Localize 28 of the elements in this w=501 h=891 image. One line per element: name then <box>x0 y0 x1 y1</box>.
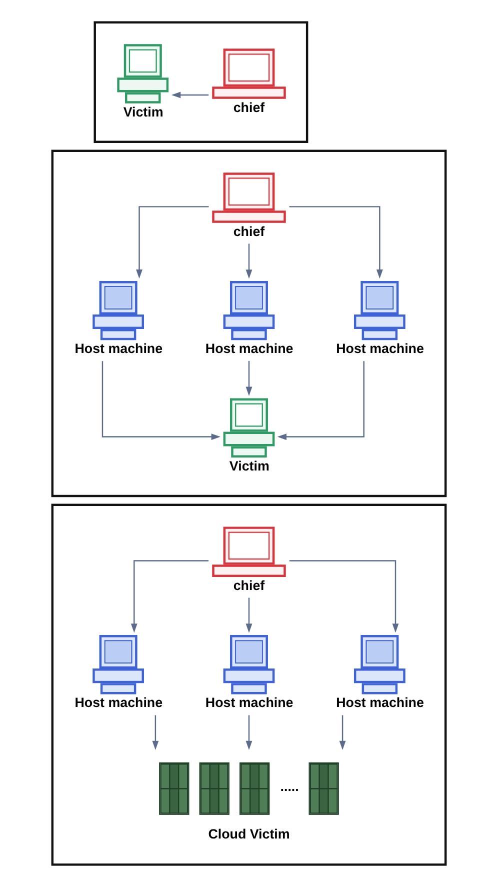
arrow <box>245 715 252 750</box>
arrow <box>245 598 252 633</box>
arrow <box>170 92 208 98</box>
arrow <box>152 715 158 750</box>
node-label: Host machine <box>74 341 162 356</box>
node-label: Cloud Victim <box>208 826 290 842</box>
node-label: Host machine <box>336 695 424 710</box>
arrow <box>338 715 346 750</box>
arrow <box>136 206 208 279</box>
cluster <box>50 150 446 498</box>
node-label: Host machine <box>204 341 293 356</box>
node-label: Host machine <box>204 695 293 710</box>
arrow <box>288 560 398 633</box>
node-label: Host machine <box>336 341 424 356</box>
node-label: Host machine <box>74 695 162 710</box>
cluster <box>50 504 446 866</box>
node-label: chief <box>232 224 264 239</box>
cluster <box>93 21 308 144</box>
arrow <box>101 361 220 440</box>
node-label: chief <box>232 578 264 593</box>
arrow <box>130 560 208 633</box>
node-label: Victim <box>122 104 163 120</box>
arrow <box>288 206 382 279</box>
node-label: chief <box>232 100 264 115</box>
arrow <box>245 244 252 279</box>
arrow <box>276 361 364 440</box>
node-label: Victim <box>228 458 269 474</box>
arrow <box>245 360 252 396</box>
